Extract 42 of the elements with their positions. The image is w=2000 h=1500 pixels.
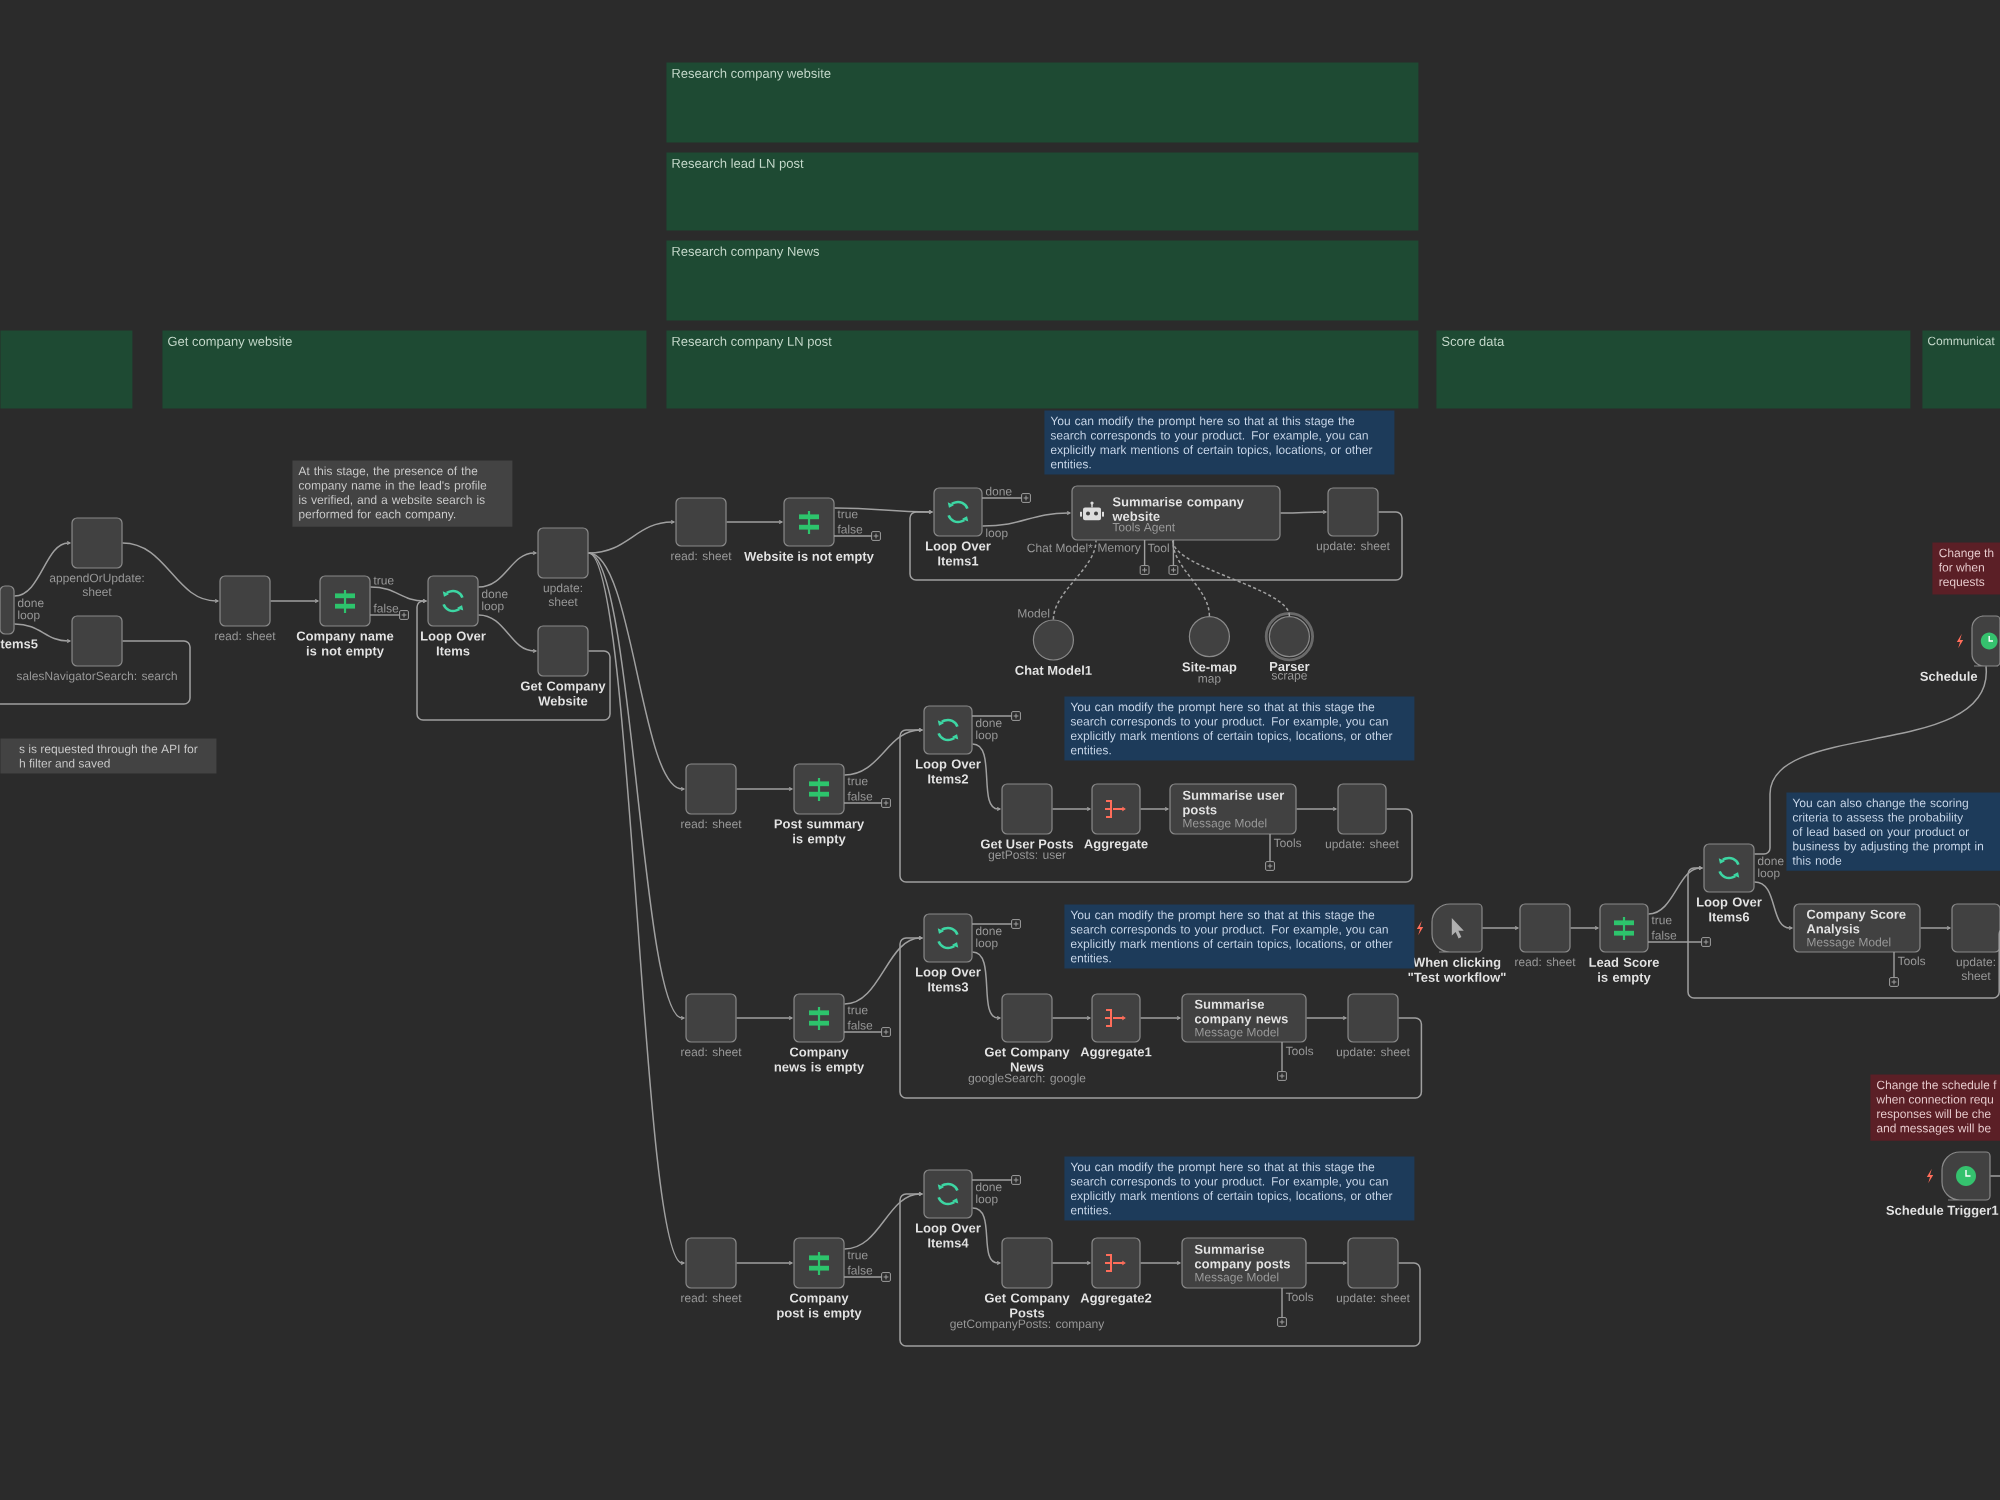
arrow bbox=[1295, 807, 1337, 811]
arrow bbox=[587, 552, 685, 1020]
arrow bbox=[1687, 866, 2000, 999]
arrow bbox=[1051, 1016, 1091, 1020]
arrow bbox=[369, 586, 427, 603]
arrow bbox=[477, 614, 537, 653]
sticky-note bbox=[0, 330, 133, 409]
arrow bbox=[1481, 926, 1519, 930]
arrow bbox=[981, 511, 1071, 527]
arrow bbox=[971, 743, 1001, 811]
arrow bbox=[1569, 926, 1599, 930]
arrow bbox=[735, 1016, 793, 1020]
arrow bbox=[735, 1261, 793, 1265]
arrow bbox=[1139, 1261, 1181, 1265]
arrow bbox=[477, 551, 537, 588]
arrow bbox=[1279, 510, 1327, 514]
arrow bbox=[1753, 881, 1793, 930]
connector-line bbox=[1052, 539, 1097, 621]
connector-line bbox=[0, 640, 191, 705]
arrow bbox=[971, 1207, 1001, 1265]
arrow bbox=[269, 599, 319, 603]
arrow bbox=[1305, 1016, 1347, 1020]
arrow bbox=[587, 520, 675, 554]
arrow bbox=[1139, 807, 1169, 811]
connector-line bbox=[1989, 1175, 2000, 1177]
arrow bbox=[1139, 1016, 1181, 1020]
arrow bbox=[587, 552, 685, 1265]
arrow bbox=[13, 623, 71, 643]
arrow bbox=[416, 599, 611, 721]
connector-line bbox=[1172, 539, 1291, 617]
connector-line bbox=[1753, 665, 1987, 855]
arrow bbox=[725, 520, 783, 524]
arrow bbox=[1051, 1261, 1091, 1265]
arrow bbox=[1305, 1261, 1347, 1265]
arrow bbox=[13, 541, 71, 597]
arrow bbox=[971, 951, 1001, 1020]
arrow bbox=[1051, 807, 1091, 811]
arrow bbox=[1919, 926, 1951, 930]
arrow bbox=[587, 552, 685, 791]
arrow bbox=[735, 787, 793, 791]
arrow bbox=[121, 542, 219, 603]
connector-line bbox=[1172, 539, 1211, 617]
